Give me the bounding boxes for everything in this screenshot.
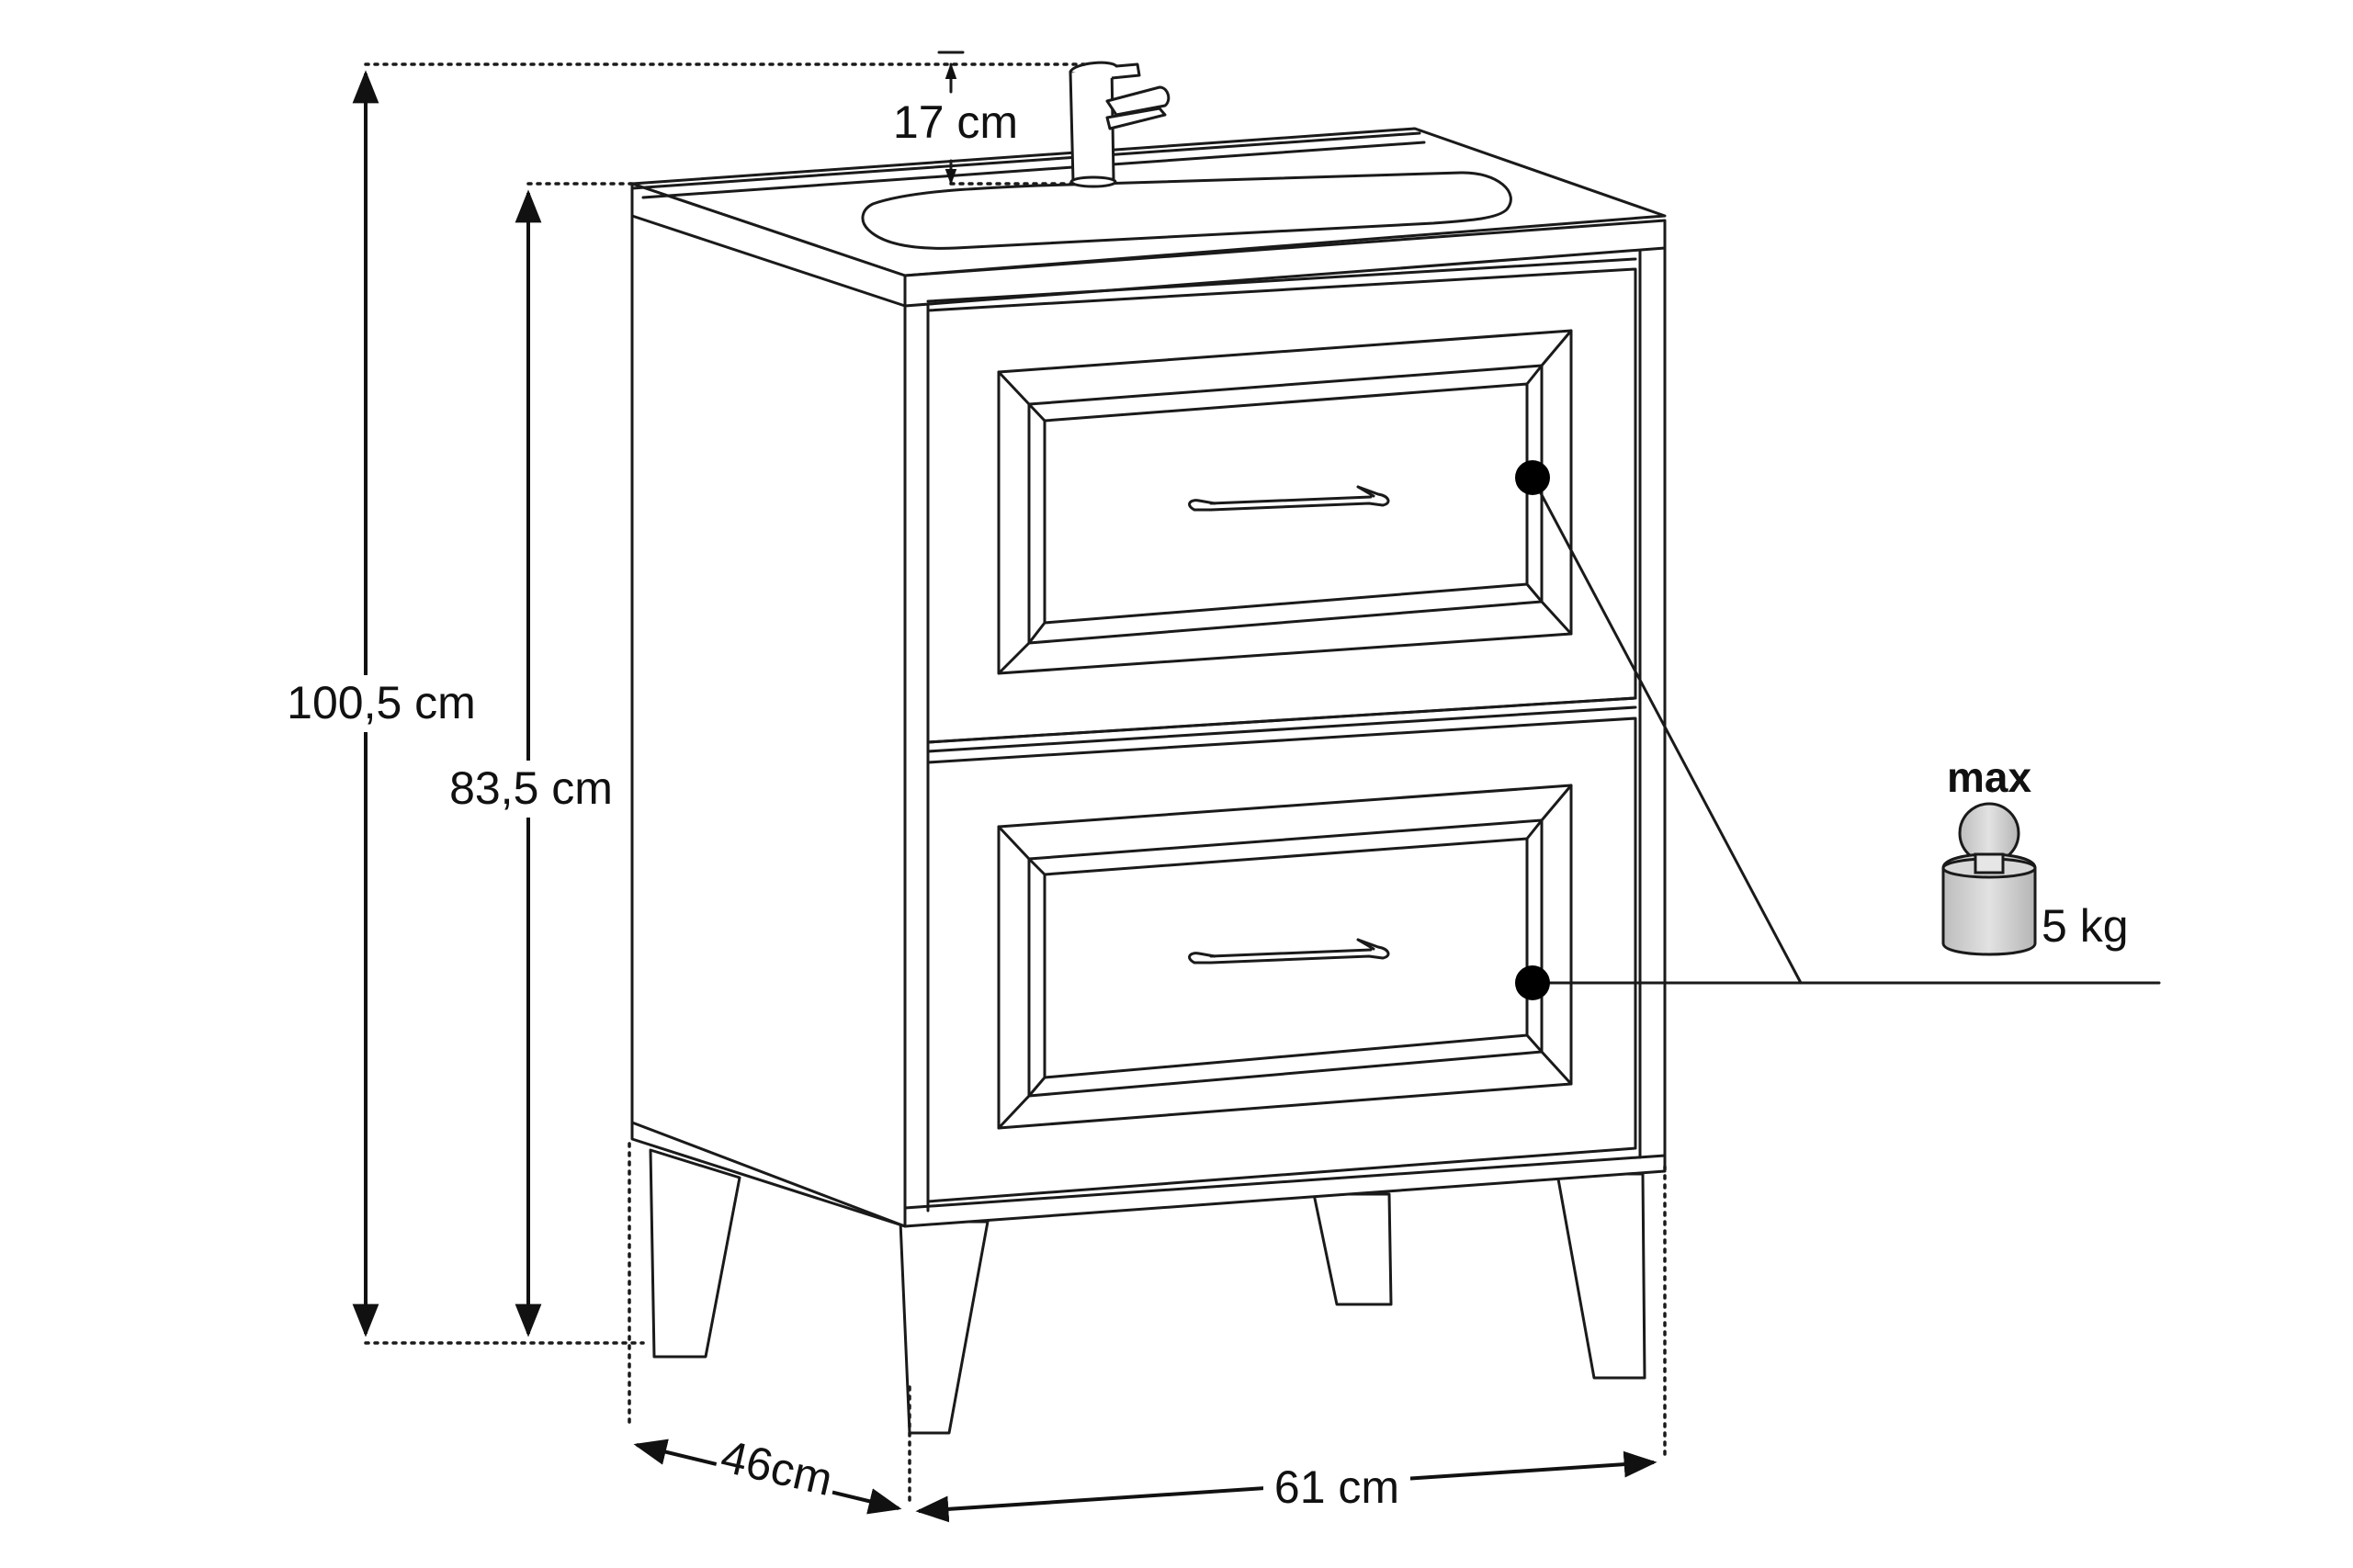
leg-back-right <box>1312 1192 1393 1306</box>
load-point-top-drawer <box>1515 460 1550 495</box>
width-dimension: 61 cm <box>915 1450 1657 1523</box>
cabinet-height-label: 83,5 cm <box>449 762 613 814</box>
faucet-icon <box>1069 61 1171 188</box>
cabinet-side-panel <box>630 186 907 1228</box>
cabinet-legs <box>649 1148 1646 1435</box>
drawer-top <box>926 257 1637 744</box>
depth-dimension: 46cm <box>633 1429 902 1515</box>
total-height-dimension: 100,5 cm <box>285 70 476 1337</box>
countertop-side-edge <box>630 182 907 308</box>
faucet-height-dimension: 17 cm <box>893 51 1018 186</box>
basin-bowl <box>861 171 1512 250</box>
load-weight-label: 5 kg <box>2042 900 2129 952</box>
depth-label: 46cm <box>717 1430 838 1506</box>
cabinet-height-dimension: 83,5 cm <box>448 189 614 1337</box>
width-label: 61 cm <box>1274 1461 1399 1513</box>
load-indicator <box>1515 460 2161 1000</box>
countertop-basin <box>630 127 1667 308</box>
extension-lines <box>364 62 1667 1508</box>
faucet-height-label: 17 cm <box>893 96 1018 148</box>
leg-back-left <box>649 1148 741 1359</box>
leg-front-right <box>1555 1172 1646 1380</box>
total-height-label: 100,5 cm <box>287 677 476 728</box>
drawer-handle-icon <box>1188 938 1390 964</box>
drawer-handle-icon <box>1188 485 1390 512</box>
load-point-bottom-drawer <box>1515 965 1550 1000</box>
load-max-label: max <box>1947 753 2031 801</box>
drawer-bottom <box>926 696 1637 1203</box>
leg-front-left <box>899 1220 990 1435</box>
weight-icon <box>1941 802 2037 956</box>
